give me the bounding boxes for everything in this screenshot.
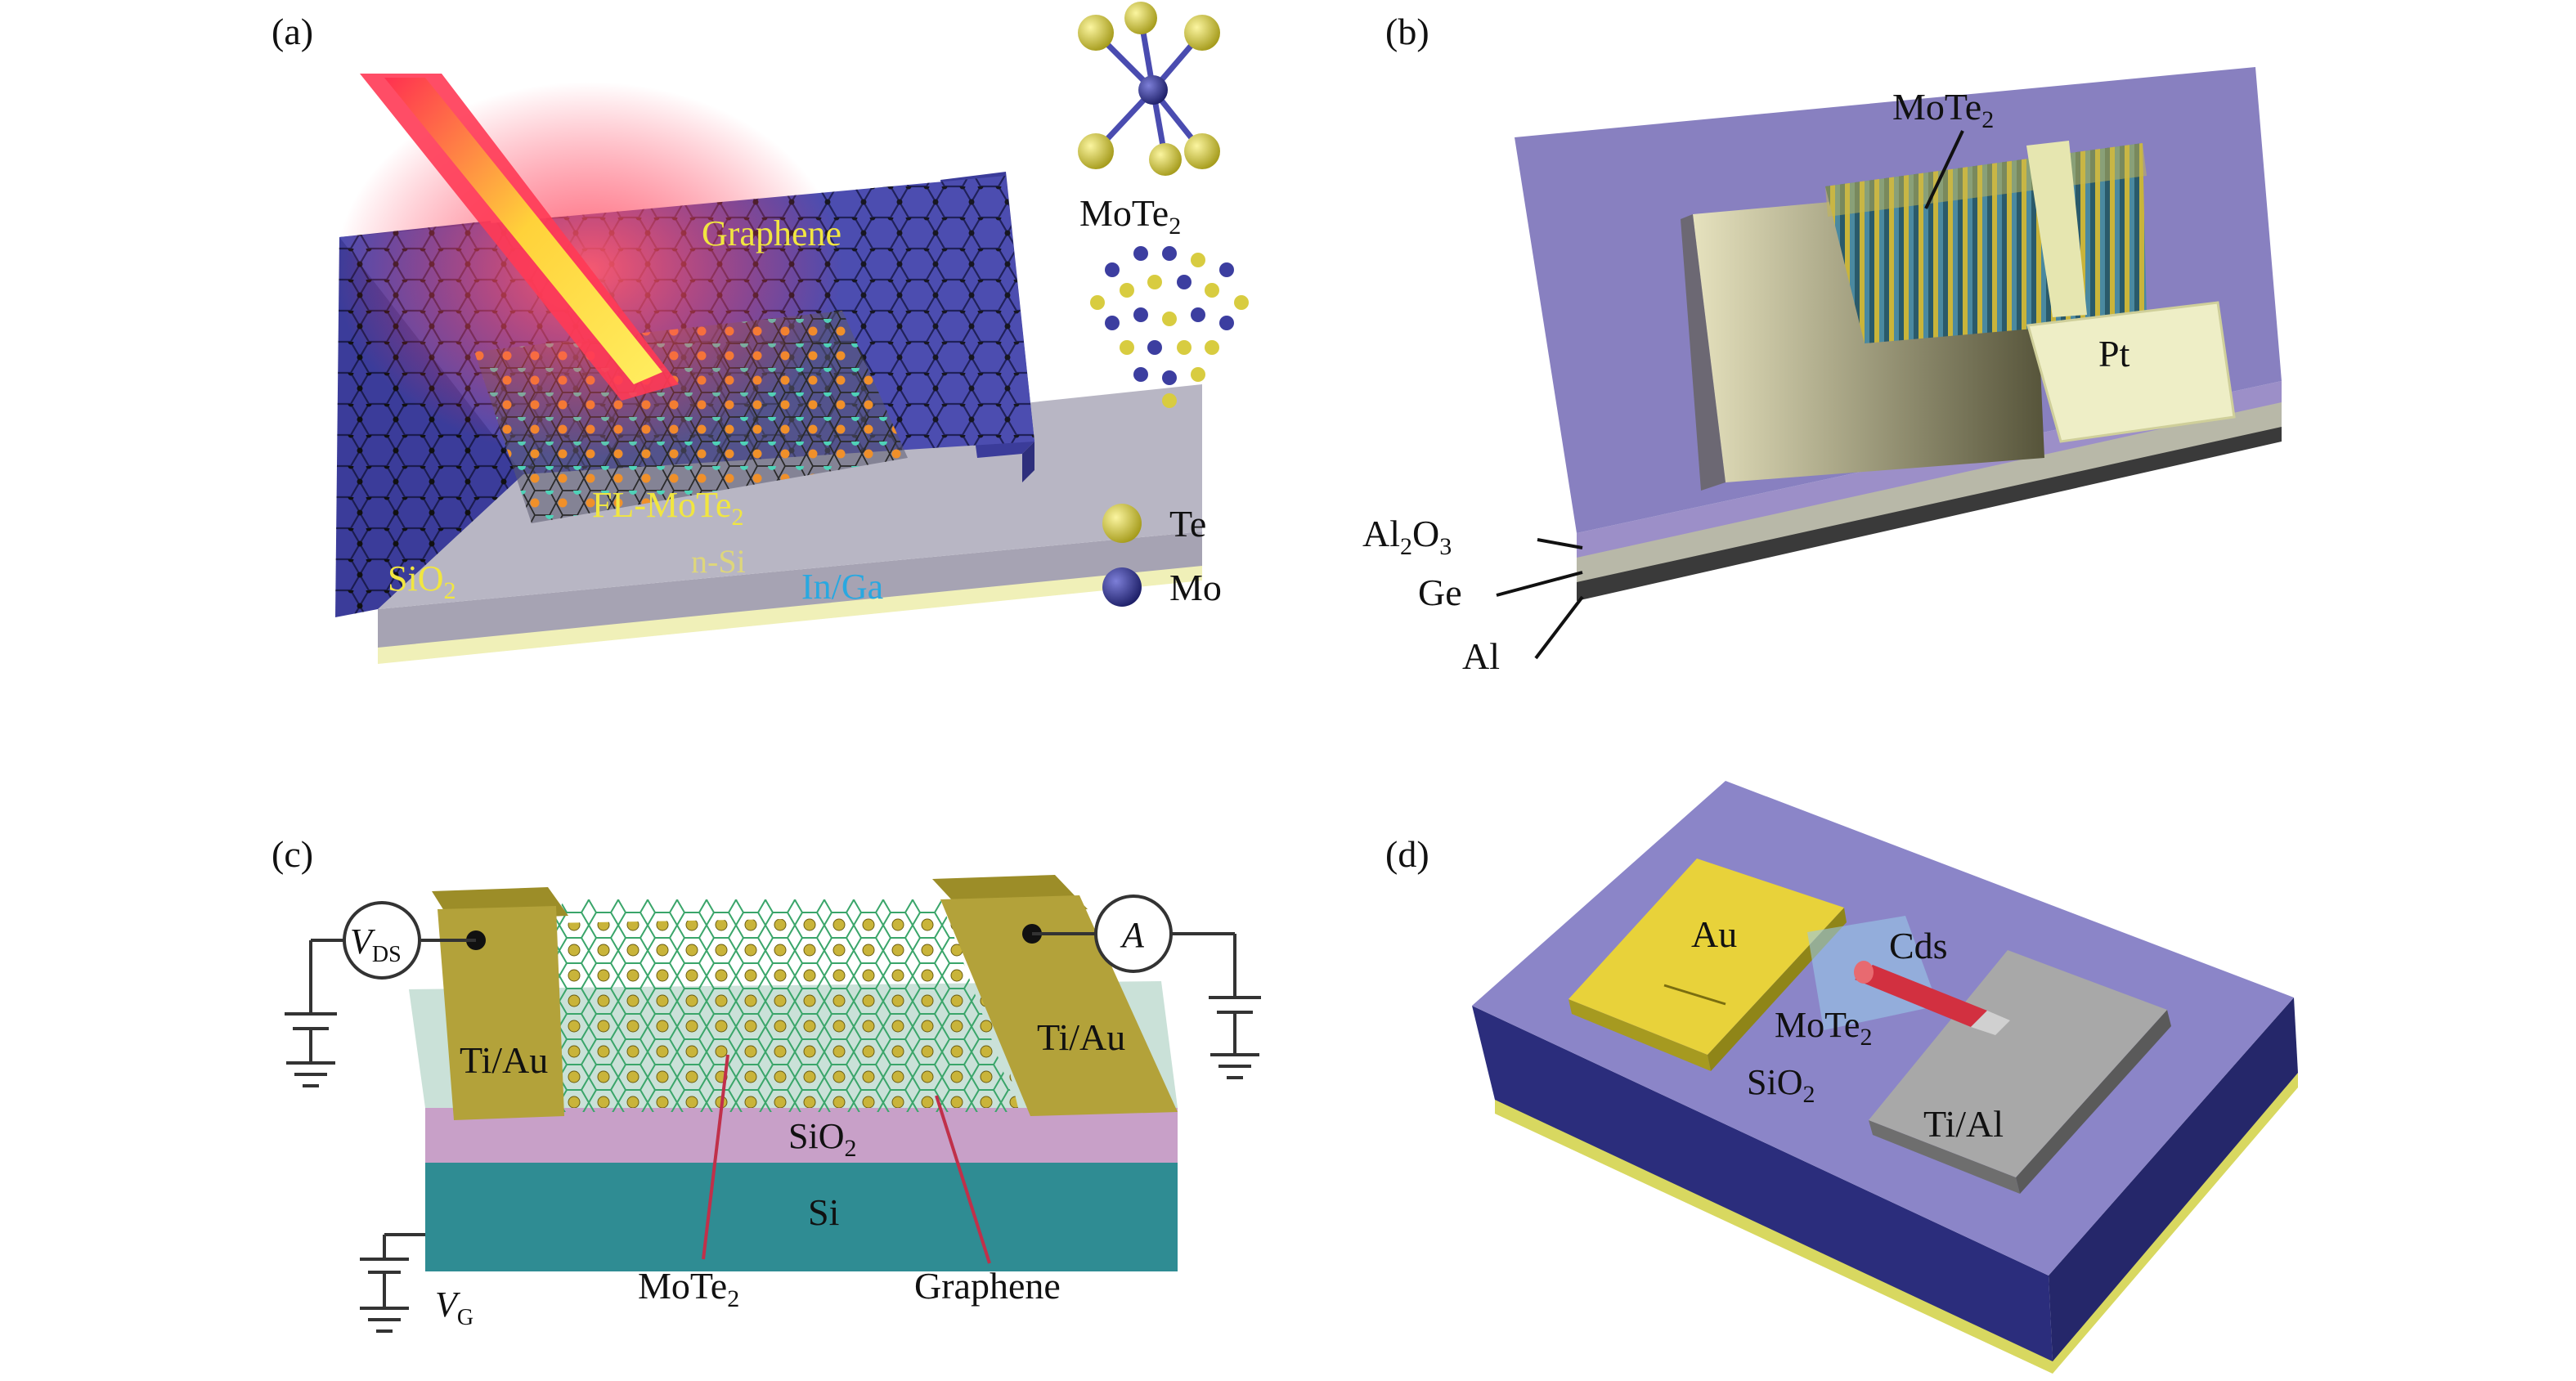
- panel-a-mote2-lattice: [1090, 246, 1249, 408]
- panel-a: (a) Graphene FL-MoTe2 SiO2 n-Si In/Ga: [272, 2, 1249, 664]
- panel-d-cds-nanowire: [1854, 961, 2010, 1035]
- panel-c-mote2-pointer: [702, 1054, 729, 1260]
- panel-d-tial-side2: [2016, 1010, 2171, 1194]
- panel-b-ge-arrow: [1496, 571, 1583, 597]
- panel-a-graphene-label: Graphene: [702, 213, 841, 253]
- panel-b-ge-layer: [1577, 401, 2282, 582]
- panel-c-gate-circuit: [360, 1233, 425, 1333]
- panel-c-graphene-pointer: [935, 1095, 991, 1264]
- panel-b-pt-pad: [2026, 301, 2236, 443]
- panel-d-navy-right: [2049, 998, 2298, 1361]
- panel-c-sio2-label: SiO2: [788, 1116, 856, 1162]
- panel-d-au-pad: [1568, 859, 1844, 1055]
- panel-c-tag: (c): [272, 833, 313, 875]
- panel-c-vds-label: VDS: [350, 921, 402, 967]
- panel-c-right-electrode: [940, 895, 1178, 1116]
- panel-b-al-arrow: [1534, 595, 1584, 660]
- panel-d-tial-side: [1869, 1120, 2020, 1194]
- panel-b-al-label: Al: [1462, 635, 1500, 677]
- panel-d: (d) Ti/Al Au Cds MoTe2 SiO2: [1385, 781, 2298, 1374]
- panel-a-mo-label: Mo: [1169, 567, 1222, 608]
- panel-b-mote2-arrow: [1924, 130, 1964, 209]
- panel-a-fl-mote2-label: FL-MoTe2: [592, 485, 743, 531]
- panel-a-te-legend-ball: [1102, 504, 1142, 543]
- panel-c-graphene-label: Graphene: [914, 1265, 1061, 1307]
- panel-b-ge-label: Ge: [1418, 572, 1462, 613]
- panel-b-tag: (b): [1385, 11, 1429, 52]
- panel-b-pt-strip: [2026, 141, 2087, 317]
- panel-c-vds-circuit: [285, 901, 476, 1087]
- panel-d-tial-label: Ti/Al: [1923, 1103, 2004, 1145]
- panel-b: (b) Pt MoTe2 Al2O3 Ge Al: [1362, 11, 2282, 677]
- panel-a-mo-legend-ball: [1102, 567, 1142, 607]
- panel-b-al2o3-arrow: [1537, 538, 1583, 549]
- panel-a-base-layer: [378, 564, 1202, 664]
- panel-d-au-side: [1568, 999, 1711, 1071]
- panel-c-sio2-layer: [425, 1108, 1178, 1163]
- panel-a-nsi-side: [378, 531, 1202, 648]
- panel-c-ammeter-circuit: [1032, 895, 1261, 1079]
- panel-c-ammeter-label: A: [1120, 915, 1145, 955]
- panel-c: (c) Ti/Au Ti/Au VDS: [272, 833, 1261, 1333]
- panel-a-inga-label: In/Ga: [801, 567, 883, 607]
- panel-a-tag: (a): [272, 11, 313, 52]
- panel-c-graphene-layer: [458, 899, 1018, 1112]
- panel-d-au-label: Au: [1691, 913, 1737, 955]
- panel-c-tiau-left-label: Ti/Au: [460, 1039, 548, 1081]
- panel-a-mote2-molecule: [1078, 2, 1220, 176]
- panel-b-mote2-label: MoTe2: [1892, 86, 1994, 133]
- panel-d-navy-left: [1472, 1006, 2053, 1361]
- panel-a-sio2-label: SiO2: [388, 558, 456, 604]
- panel-b-al-layer: [1577, 425, 2282, 601]
- panel-d-mote2-label: MoTe2: [1775, 1005, 1872, 1051]
- panel-a-sio2-right-face: [1022, 442, 1034, 482]
- panel-d-sio2-label: SiO2: [1747, 1062, 1815, 1108]
- panel-d-tial-pad: [1869, 950, 2167, 1177]
- panel-c-si-label: Si: [808, 1191, 839, 1233]
- panel-a-mote2-label: MoTe2: [1079, 192, 1181, 240]
- panel-b-al2o3-label: Al2O3: [1362, 513, 1452, 560]
- panel-c-mote2-label: MoTe2: [638, 1265, 739, 1312]
- panel-c-tiau-right-label: Ti/Au: [1037, 1016, 1125, 1058]
- panel-b-pt-label: Pt: [2098, 333, 2130, 374]
- panel-d-cds-label: Cds: [1889, 925, 1948, 966]
- panel-c-vg-label: VG: [435, 1285, 473, 1330]
- panel-a-nsi-label: n-Si: [691, 543, 746, 580]
- panel-c-left-electrode: [438, 906, 564, 1120]
- panel-c-si-layer: [425, 1161, 1178, 1271]
- panel-d-tag: (d): [1385, 833, 1429, 875]
- panel-a-te-label: Te: [1169, 503, 1206, 545]
